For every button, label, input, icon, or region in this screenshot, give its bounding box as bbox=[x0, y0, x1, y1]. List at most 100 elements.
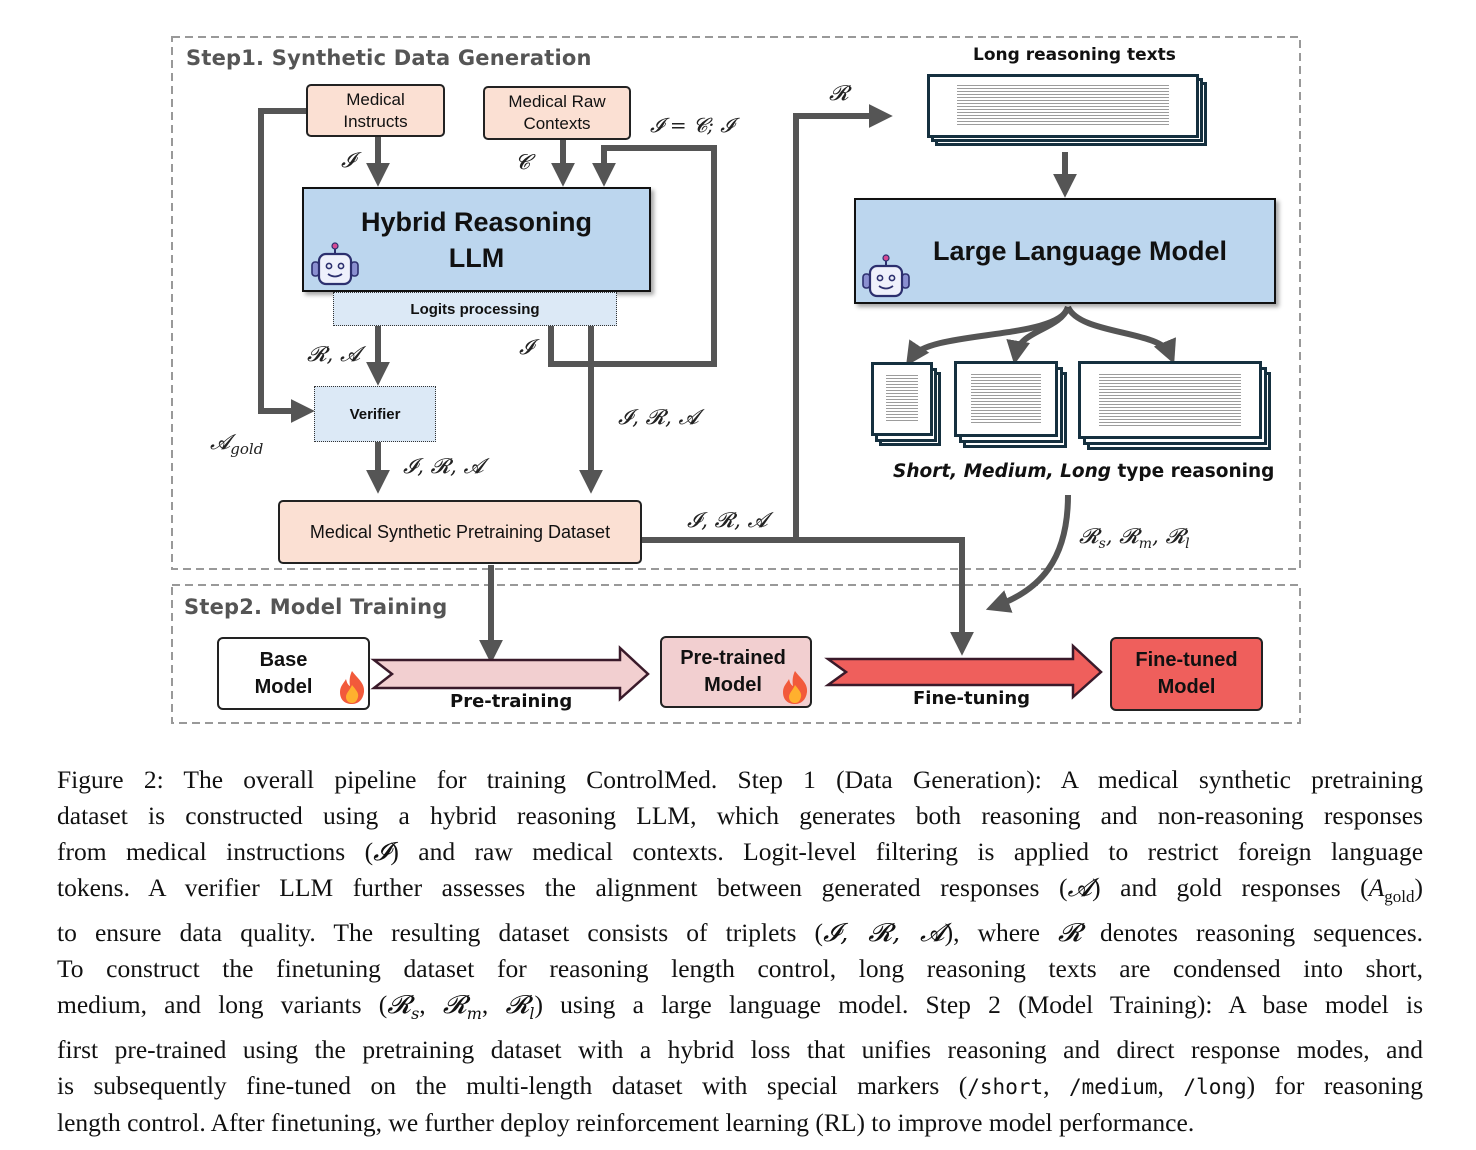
finetuned-model-line1: Fine-tuned bbox=[1135, 649, 1238, 671]
pretrained-model-line2: Model bbox=[704, 674, 762, 696]
caption-line: To construct the finetuning dataset for … bbox=[57, 954, 1423, 984]
caption-math: A bbox=[1368, 873, 1385, 902]
math-gold-sub: gold bbox=[230, 440, 264, 459]
logits-processing-label: Logits processing bbox=[410, 300, 540, 318]
caption-text: denotes reasoning sequences. bbox=[1081, 918, 1423, 948]
dataset-label: Medical Synthetic Pretraining Dataset bbox=[309, 522, 611, 542]
verifier-label: Verifier bbox=[349, 405, 401, 423]
robot-icon bbox=[311, 242, 359, 286]
caption-text: , bbox=[1043, 1071, 1070, 1101]
step2-title: Step2. Model Training bbox=[184, 595, 448, 619]
math-R3: 𝓡 bbox=[1165, 524, 1186, 548]
pretraining-label: Pre-training bbox=[450, 691, 573, 712]
caption-math-sub: m bbox=[466, 1004, 482, 1024]
caption-math: 𝓘, 𝓡, 𝓐 bbox=[823, 918, 945, 949]
caption-text: to ensure data quality. The resulting da… bbox=[57, 918, 824, 948]
medical-raw-line2: Contexts bbox=[523, 114, 591, 133]
fire-icon bbox=[783, 671, 808, 704]
pretraining-arrow bbox=[370, 645, 650, 702]
arrow-dataset-to-finetune bbox=[642, 537, 974, 656]
caption-line: dataset is constructed using a hybrid re… bbox=[57, 801, 1423, 830]
finetuning-arrow bbox=[824, 643, 1103, 700]
math-label-A-gold: 𝓐gold bbox=[210, 430, 263, 458]
base-model-line2: Model bbox=[254, 675, 313, 698]
caption-line: tokens. A verifier LLM further assesses … bbox=[57, 870, 1423, 915]
math-label-Rsml: 𝓡s, 𝓡m, 𝓡l bbox=[1079, 524, 1190, 553]
long-reasoning-texts-label: Long reasoning texts bbox=[973, 45, 1176, 65]
caption-text: ) using a large language model. Step 2 (… bbox=[534, 990, 1423, 1020]
medical-raw-contexts-box: Medical Raw Contexts bbox=[483, 86, 631, 140]
caption-text: , bbox=[481, 990, 506, 1020]
medical-raw-line1: Medical Raw bbox=[508, 92, 606, 111]
math-label-RA: 𝓡, 𝓐 bbox=[307, 342, 361, 366]
math-label-I: 𝓘 bbox=[341, 148, 356, 172]
finetuned-model-box: Fine-tuned Model bbox=[1110, 637, 1263, 711]
caption-math-sub: s bbox=[411, 1004, 420, 1024]
finetuning-label: Fine-tuning bbox=[913, 688, 1031, 709]
caption-line: first pre-trained using the pretraining … bbox=[57, 1035, 1423, 1065]
caption-math: 𝓐 bbox=[1067, 873, 1093, 903]
caption-math: 𝓡 bbox=[442, 990, 467, 1021]
caption-math: 𝓘 bbox=[373, 837, 391, 867]
step2-frame bbox=[171, 584, 1301, 724]
caption-text: , bbox=[419, 990, 443, 1020]
hybrid-reasoning-llm-box: Hybrid Reasoning LLM bbox=[302, 187, 651, 292]
caption-code: /short bbox=[967, 1075, 1044, 1100]
hybrid-llm-line2: LLM bbox=[448, 242, 505, 273]
caption-text: is subsequently fine-tuned on the multi-… bbox=[57, 1071, 968, 1101]
math-label-R: 𝓡 bbox=[829, 81, 849, 105]
arrow-R-to-long-texts bbox=[793, 104, 893, 540]
pretrained-model-line1: Pre-trained bbox=[680, 647, 786, 669]
figure-caption: Figure 2: The overall pipeline for train… bbox=[57, 762, 1423, 1141]
caption-math: 𝓡 bbox=[1058, 918, 1082, 949]
caption-code: /long bbox=[1183, 1075, 1247, 1100]
caption-text: tokens. A verifier LLM further assesses … bbox=[57, 873, 1068, 902]
caption-text: ) for reasoning bbox=[1246, 1071, 1424, 1101]
logits-processing-box: Logits processing bbox=[333, 292, 617, 326]
caption-text: ), where bbox=[944, 918, 1059, 948]
reasoning-types-label: Short, Medium, Long type reasoning bbox=[893, 461, 1274, 482]
caption-text: ) and raw medical contexts. Logit-level … bbox=[390, 837, 1424, 866]
pipeline-figure: Step1. Synthetic Data Generation Step2. … bbox=[171, 36, 1301, 724]
math-label-loop: 𝓘 = 𝓒; 𝓘 bbox=[650, 113, 734, 137]
math-label-C: 𝓒 bbox=[515, 150, 530, 174]
caption-text: ) and gold responses ( bbox=[1092, 873, 1369, 902]
arrow-llm-to-long bbox=[1065, 305, 1176, 364]
caption-text: ) bbox=[1414, 873, 1424, 902]
arrow-llm-to-medium bbox=[1006, 305, 1071, 365]
math-label-I-back: 𝓘 bbox=[519, 335, 534, 359]
math-label-IRA-dataset: 𝓘, 𝓡, 𝓐 bbox=[687, 508, 768, 532]
caption-code: /medium bbox=[1069, 1075, 1158, 1100]
arrow-variants-to-finetune bbox=[985, 494, 1071, 613]
arrow-llm-to-short bbox=[905, 305, 1071, 366]
arrow-instructs-to-verifier bbox=[258, 108, 315, 423]
math-sub-m: m bbox=[1138, 536, 1153, 553]
verifier-box: Verifier bbox=[314, 386, 436, 442]
step1-frame bbox=[171, 36, 1301, 570]
math-R1: 𝓡 bbox=[1079, 524, 1099, 548]
medical-instructs-line2: Instructs bbox=[343, 111, 408, 131]
arrow-loop-back bbox=[548, 145, 717, 367]
math-sub-l: l bbox=[1185, 536, 1190, 553]
caption-text: from medical instructions ( bbox=[57, 837, 374, 866]
fire-icon bbox=[340, 671, 365, 704]
medical-instructs-line1: Medical bbox=[346, 89, 405, 109]
caption-line: medium, and long variants (𝓡s, 𝓡m, 𝓡l) u… bbox=[57, 987, 1423, 1032]
step1-title: Step1. Synthetic Data Generation bbox=[186, 46, 592, 70]
llm-label: Large Language Model bbox=[932, 235, 1228, 266]
large-language-model-box: Large Language Model bbox=[854, 198, 1276, 304]
caption-line: length control. After finetuning, we fur… bbox=[57, 1108, 1195, 1138]
medical-instructs-box: Medical Instructs bbox=[306, 84, 445, 137]
math-R2: 𝓡 bbox=[1119, 524, 1139, 548]
reasoning-types-italic: Short, Medium, Long bbox=[893, 461, 1112, 482]
caption-math: 𝓡 bbox=[505, 990, 530, 1021]
math-A: 𝓐 bbox=[210, 430, 231, 454]
caption-line: from medical instructions (𝓘) and raw me… bbox=[57, 834, 1423, 870]
medical-synthetic-dataset-box: Medical Synthetic Pretraining Dataset bbox=[278, 500, 642, 564]
caption-math-sub: gold bbox=[1384, 887, 1415, 907]
caption-text: , bbox=[1157, 1071, 1184, 1101]
finetuned-model-line2: Model bbox=[1157, 676, 1216, 698]
caption-line: is subsequently fine-tuned on the multi-… bbox=[57, 1068, 1423, 1105]
caption-math: 𝓡 bbox=[387, 990, 412, 1021]
hybrid-llm-line1: Hybrid Reasoning bbox=[360, 206, 593, 237]
